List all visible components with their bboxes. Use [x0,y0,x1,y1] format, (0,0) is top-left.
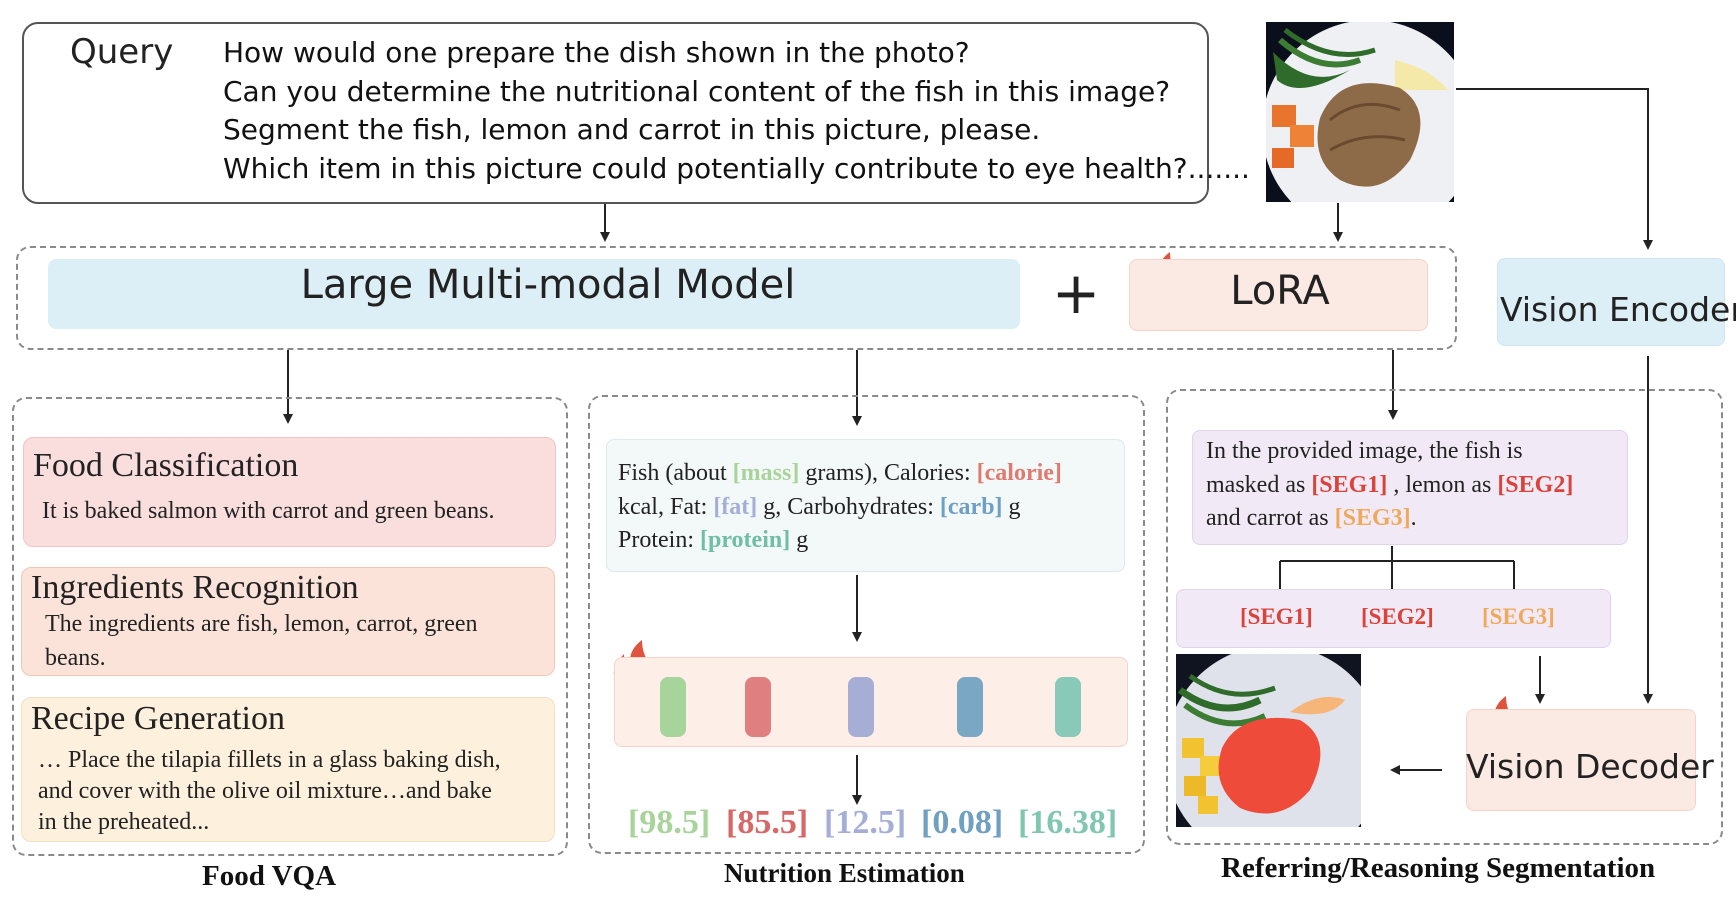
recipe-generation-text: … Place the tilapia fillets in a glass b… [38,747,501,835]
query-title: Query [70,32,174,72]
ingredients-recognition-card [21,567,555,676]
vision-encoder-block [1497,258,1725,346]
ingredients-recognition-text: The ingredients are fish, lemon, carrot,… [45,611,478,671]
query-list: How would one prepare the dish shown in … [223,34,1250,188]
segmentation-answer-box [1192,430,1628,545]
recipe-generation-card [21,697,555,842]
nutrition-text: Fish (about [618,460,733,486]
seg1-token: [SEG1] [1311,471,1388,498]
fat-token: [fat] [713,493,758,520]
seg3-output-token: [SEG3] [1482,604,1555,629]
recipe-generation-title: Recipe Generation [31,700,285,737]
query-line: How would one prepare the dish shown in … [223,36,970,69]
calorie-token: [calorie] [976,460,1062,486]
plus-sign: + [1051,259,1101,327]
lmm-label: Large Multi-modal Model [300,262,796,308]
protein-head-token [1055,677,1081,737]
lora-label: LoRA [1230,268,1330,314]
segmentation-text: masked as [1206,471,1312,498]
nutrition-template-box [606,439,1125,572]
seg2-output-token: [SEG2] [1361,604,1434,629]
carb-value: [0.08] [921,804,1004,841]
seg-token-box [1176,589,1611,648]
query-line: Segment the fish, lemon and carrot in th… [223,113,1041,146]
seg3-token: [SEG3] [1334,505,1411,531]
nutrition-panel [588,395,1145,854]
food-vqa-panel [12,397,568,856]
arrow-photo-to-vision-encoder [1456,88,1653,250]
segmentation-answer-text: In the provided image, the fish is maske… [1206,435,1626,536]
segmentation-panel [1166,389,1723,845]
vision-encoder-label: Vision Encoder [1500,290,1736,329]
model-group [16,246,1457,350]
nutrition-text: g, Carbohydrates: [757,493,940,520]
segmentation-text: . [1410,505,1417,531]
query-panel [22,22,1209,204]
nutrition-text: g [1002,493,1021,520]
vision-decoder-label: Vision Decoder [1466,747,1714,786]
protein-value: [16.38] [1018,804,1118,841]
fat-head-token [848,677,874,737]
food-classification-title: Food Classification [33,447,299,484]
lora-block [1129,259,1428,331]
food-photo [1266,22,1454,202]
nutrition-template-text: Fish (about [mass] grams), Calories: [ca… [618,457,1121,558]
segmentation-text: In the provided image, the fish is [1206,438,1523,464]
query-line: Which item in this picture could potenti… [223,151,1250,185]
vision-decoder-block [1466,709,1696,811]
carb-head-token [957,677,983,737]
protein-token: [protein] [700,527,791,553]
nutrition-text: kcal, Fat: [618,493,714,520]
segmentation-text: , lemon as [1387,471,1498,498]
segmentation-label: Referring/Reasoning Segmentation [1221,852,1656,884]
mass-value: [98.5] [628,804,711,841]
mass-head-token [660,677,686,737]
calorie-head-token [745,677,771,737]
nutrition-text: g [790,527,809,553]
mass-token: [mass] [732,460,800,486]
nutrition-text: Protein: [618,527,700,553]
carb-token: [carb] [939,493,1003,520]
seg-token-tree [1279,546,1515,589]
fat-value: [12.5] [824,804,907,841]
nutrition-estimation-label: Nutrition Estimation [724,858,965,888]
segmentation-text: and carrot as [1206,505,1335,531]
food-classification-text: It is baked salmon with carrot and green… [42,498,495,524]
segmented-food-photo [1176,654,1361,827]
nutrition-text: grams), Calories: [799,460,977,486]
lmm-block [48,259,1020,329]
ingredients-recognition-title: Ingredients Recognition [31,569,359,606]
seg1-output-token: [SEG1] [1240,604,1313,629]
query-line: Can you determine the nutritional conten… [223,74,1171,108]
seg2-token: [SEG2] [1497,471,1574,498]
food-classification-card [23,437,556,547]
calorie-value: [85.5] [726,804,809,841]
food-vqa-label: Food VQA [202,860,337,892]
